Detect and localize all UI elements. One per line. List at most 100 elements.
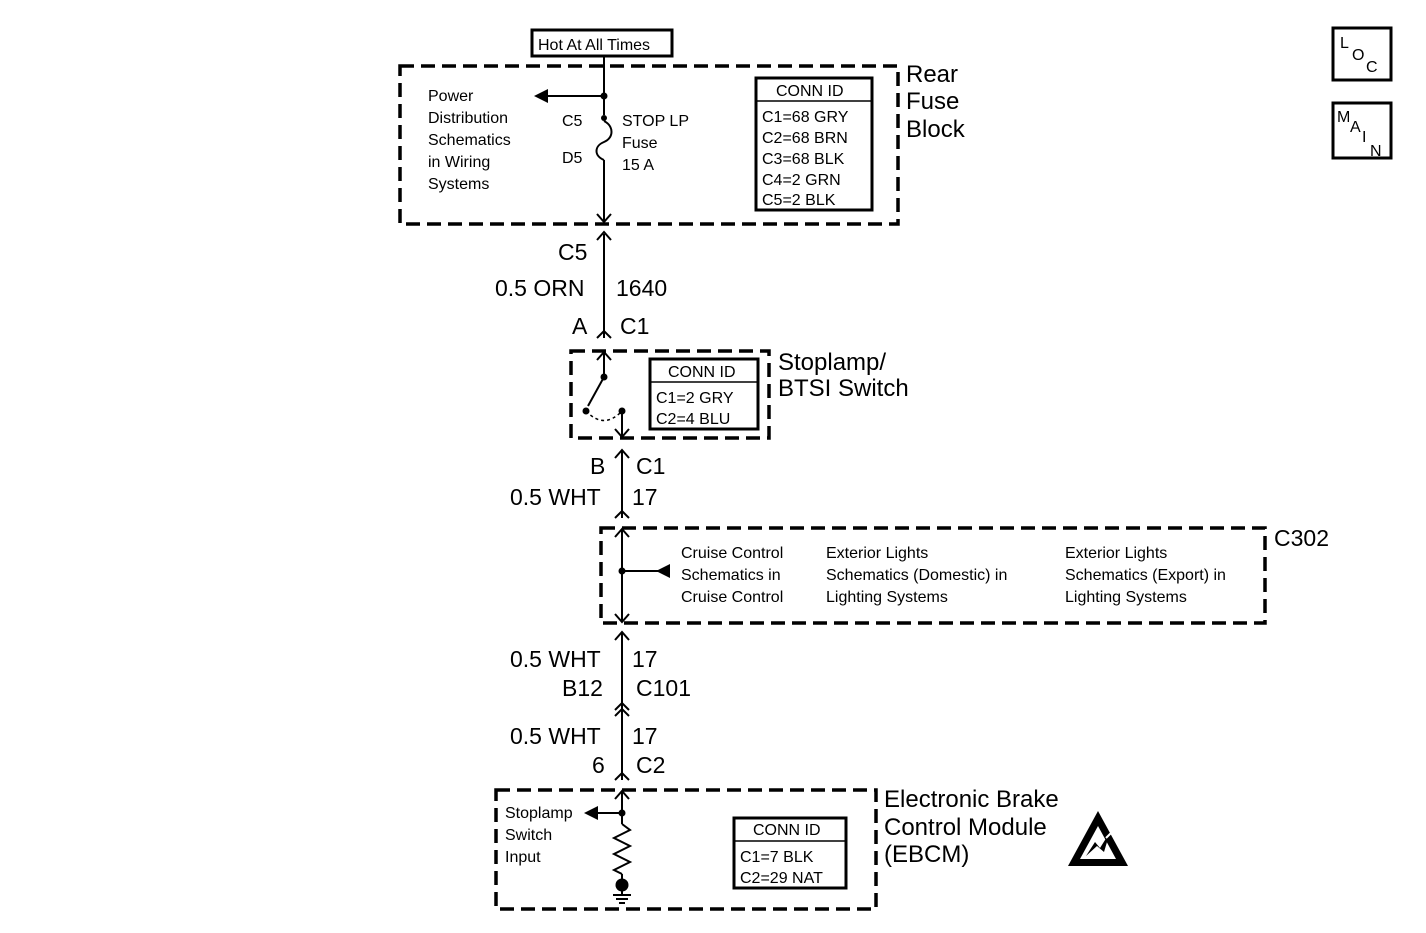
stoplamp-switch-title-1: Stoplamp/ (778, 349, 886, 376)
power-ref-line-1: Power (428, 88, 474, 105)
power-ref-line-2: Distribution (428, 110, 508, 127)
svg-text:C2=68 BRN: C2=68 BRN (762, 130, 848, 147)
connector-c302-top-icon (614, 509, 630, 519)
c302-ref3-line-2: Schematics (Export) in (1065, 567, 1226, 584)
c302-ref2-line-2: Schematics (Domestic) in (826, 567, 1007, 584)
connector-c5-icon (596, 230, 612, 241)
connector-c1-bottom-icon (614, 448, 630, 459)
c302-out-arrow-icon (614, 613, 630, 624)
fuse-label-3: 15 A (622, 157, 654, 174)
svg-text:C4=2 GRN: C4=2 GRN (762, 172, 841, 189)
wire2-gauge: 0.5 WHT (510, 484, 601, 510)
ebcm-input-arrow-icon (584, 806, 622, 820)
fuse-icon (595, 115, 613, 161)
fuse-label-2: Fuse (622, 135, 658, 152)
c302-in-arrow-icon (614, 527, 630, 538)
wire1-gauge: 0.5 ORN (495, 275, 584, 301)
loc-icon[interactable]: L O C (1331, 26, 1393, 82)
svg-text:O: O (1352, 47, 1364, 64)
wire1-pin-top: C5 (558, 239, 587, 265)
svg-text:L: L (1340, 35, 1349, 52)
rear-fuse-block-title-1: Rear (906, 61, 958, 88)
svg-text:C: C (1366, 59, 1378, 76)
ebcm-in-arrow-icon (614, 789, 630, 800)
fuse-label-1: STOP LP (622, 113, 689, 130)
connector-c2-icon (614, 771, 630, 781)
fuse-pin-bottom: D5 (562, 150, 583, 167)
wire4-circuit: 17 (632, 723, 658, 749)
ebcm-conn-id-table: CONN ID C1=7 BLK C2=29 NAT (732, 816, 848, 890)
svg-text:CONN ID: CONN ID (753, 822, 821, 839)
svg-text:C3=68 BLK: C3=68 BLK (762, 151, 845, 168)
svg-text:CONN ID: CONN ID (668, 364, 736, 381)
c302-outline (599, 526, 1267, 625)
rear-fuse-block-title-3: Block (906, 116, 966, 143)
connector-c101-bottom-icon (614, 707, 630, 717)
wire4-conn: C2 (636, 752, 665, 778)
connector-c101-top-icon (614, 701, 630, 711)
switch-icon (582, 350, 630, 439)
svg-text:C2=4 BLU: C2=4 BLU (656, 411, 730, 428)
connector-c1-top-icon (596, 329, 612, 339)
wire1-conn: C1 (620, 313, 649, 339)
power-ref-line-5: Systems (428, 176, 489, 193)
c302-ref1-line-1: Cruise Control (681, 545, 783, 562)
resistor-icon (611, 823, 633, 875)
ebcm-title-1: Electronic Brake (884, 786, 1059, 813)
hot-at-all-times-box (530, 28, 674, 58)
ebcm-input-label-3: Input (505, 849, 541, 866)
stoplamp-switch-outline (569, 349, 771, 440)
c302-ref3-line-3: Lighting Systems (1065, 589, 1187, 606)
rear-fuse-conn-id-table: CONN ID C1=68 GRY C2=68 BRN C3=68 BLK C4… (754, 76, 874, 212)
c302-ref1-line-2: Schematics in (681, 567, 781, 584)
stoplamp-switch-title-2: BTSI Switch (778, 375, 909, 402)
main-icon[interactable]: M A I N (1331, 101, 1393, 160)
wire3-conn: C101 (636, 675, 691, 701)
c302-ref2-line-1: Exterior Lights (826, 545, 928, 562)
svg-text:CONN ID: CONN ID (776, 83, 844, 100)
wire3-gauge: 0.5 WHT (510, 646, 601, 672)
wire2-pin: B (590, 453, 605, 479)
ground-icon (613, 874, 631, 904)
c302-ref1-line-3: Cruise Control (681, 589, 783, 606)
svg-text:C1=7 BLK: C1=7 BLK (740, 849, 814, 866)
svg-text:C1=2 GRY: C1=2 GRY (656, 390, 734, 407)
svg-text:C1=68 GRY: C1=68 GRY (762, 109, 849, 126)
rear-fuse-block-title-2: Fuse (906, 88, 959, 115)
rear-fuse-block-outline (398, 64, 900, 226)
ebcm-input-label-2: Switch (505, 827, 552, 844)
stoplamp-conn-id-table: CONN ID C1=2 GRY C2=4 BLU (648, 357, 760, 431)
svg-text:C2=29 NAT: C2=29 NAT (740, 870, 823, 887)
hot-at-all-times-label: Hot At All Times (538, 37, 650, 54)
fuse-out-arrow-icon (596, 213, 612, 224)
ebcm-input-label-1: Stoplamp (505, 805, 573, 822)
wire1-circuit: 1640 (616, 275, 667, 301)
splice-dot (600, 92, 608, 100)
c302-label: C302 (1274, 525, 1329, 551)
power-ref-arrow-icon (534, 89, 604, 103)
wire4-pin: 6 (592, 752, 605, 778)
c302-ref3-line-1: Exterior Lights (1065, 545, 1167, 562)
ebcm-title-3: (EBCM) (884, 841, 969, 868)
ebcm-outline (494, 788, 878, 911)
c302-ref2-line-3: Lighting Systems (826, 589, 948, 606)
wire2-circuit: 17 (632, 484, 658, 510)
svg-text:I: I (1362, 129, 1366, 146)
fuse-pin-top: C5 (562, 113, 583, 130)
wire3-circuit: 17 (632, 646, 658, 672)
wire4-gauge: 0.5 WHT (510, 723, 601, 749)
svg-text:A: A (1350, 119, 1361, 136)
wire1-pin-bottom: A (572, 313, 588, 339)
c302-ref-arrow-icon (622, 564, 670, 578)
ebcm-title-2: Control Module (884, 814, 1047, 841)
wire3-pin: B12 (562, 675, 603, 701)
power-ref-line-3: Schematics (428, 132, 511, 149)
svg-text:M: M (1337, 109, 1350, 126)
esd-warning-icon (1068, 811, 1128, 866)
svg-text:C5=2 BLK: C5=2 BLK (762, 192, 836, 209)
connector-c302-bottom-icon (614, 630, 630, 641)
wire2-conn: C1 (636, 453, 665, 479)
power-ref-line-4: in Wiring (428, 154, 490, 171)
svg-text:N: N (1370, 143, 1382, 160)
